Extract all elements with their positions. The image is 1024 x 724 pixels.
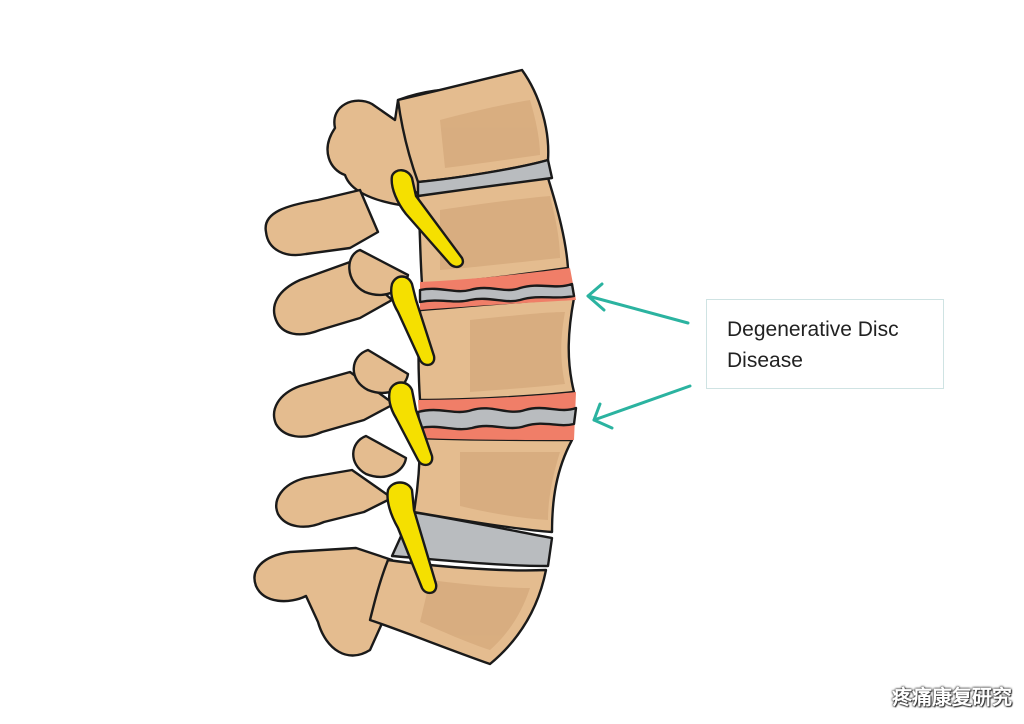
callout-box: Degenerative Disc Disease: [706, 299, 944, 389]
arrow-upper: [586, 282, 690, 325]
callout-arrows: [586, 282, 692, 430]
bone-shading: [420, 100, 565, 650]
disc-degenerated-1: [418, 282, 576, 304]
nerve-root-4: [386, 481, 438, 595]
spinous-processes: [253, 88, 472, 657]
nerve-root-1: [390, 169, 465, 269]
disc-degenerated-2: [416, 406, 578, 431]
nerve-roots: [386, 169, 465, 595]
disc-healthy-1: [416, 158, 554, 198]
arrow-lower: [592, 384, 692, 430]
nerve-root-2: [390, 275, 436, 367]
callout-label: Degenerative Disc Disease: [727, 318, 899, 372]
nerve-root-3: [388, 381, 434, 467]
discs: [390, 158, 578, 568]
watermark: 疼痛康复研究: [892, 687, 1012, 709]
